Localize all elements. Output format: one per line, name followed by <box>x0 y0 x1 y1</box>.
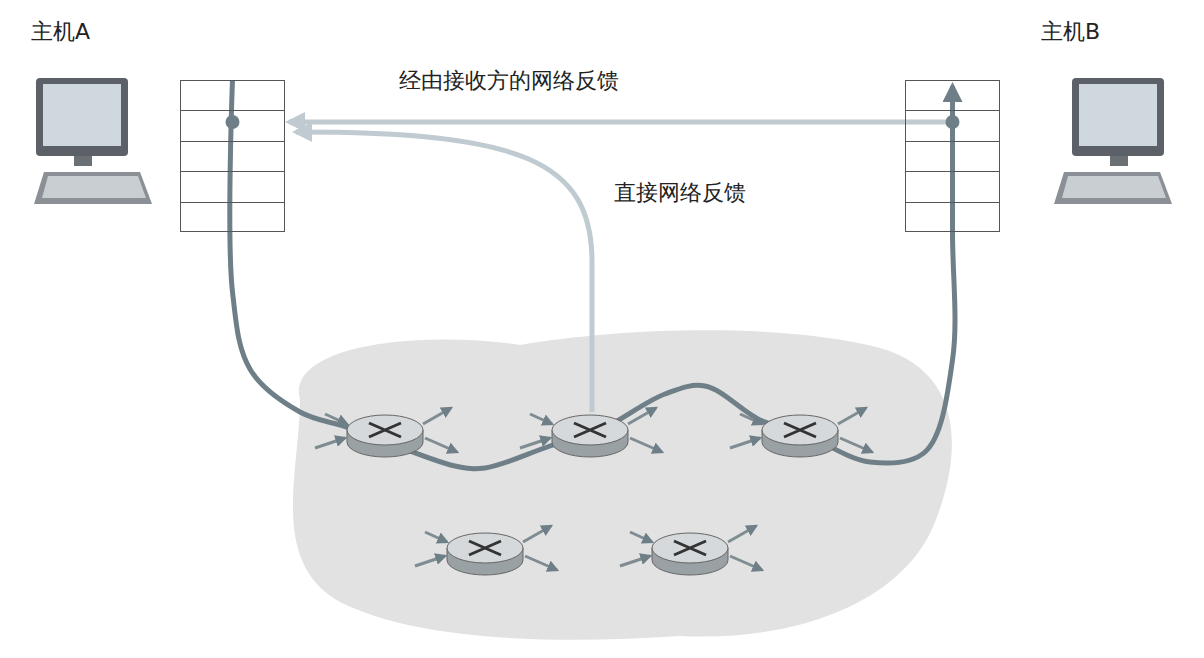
direct-feedback-arrow <box>296 132 592 412</box>
host-label: 主机A <box>31 19 90 45</box>
router-symbol <box>730 408 872 457</box>
host-b-computer <box>1054 78 1172 204</box>
router-symbol <box>620 526 762 575</box>
stack-dot <box>946 115 960 129</box>
data-path-arrow <box>230 80 955 469</box>
router-symbol <box>415 526 557 575</box>
edge-label: 经由接收方的网络反馈 <box>399 68 619 94</box>
layer-divider <box>181 202 284 203</box>
layer-divider <box>906 171 999 172</box>
protocol-stack: 主机A <box>180 80 285 232</box>
layer-divider <box>906 110 999 111</box>
host-label: 主机B <box>1041 19 1100 45</box>
protocol-stack: 主机B <box>905 80 1000 232</box>
network-cloud <box>293 330 952 639</box>
feedback-stub <box>905 120 953 125</box>
router-symbol <box>315 408 457 457</box>
router-symbol <box>520 408 662 457</box>
feedback-arrow <box>289 120 905 125</box>
layer-divider <box>906 141 999 142</box>
layer-divider <box>181 141 284 142</box>
arrow-label: 直接网络反馈 <box>614 180 746 206</box>
layer-divider <box>181 110 284 111</box>
stack-dot <box>226 115 240 129</box>
host-a-computer <box>34 78 152 204</box>
layer-divider <box>181 171 284 172</box>
layer-divider <box>906 202 999 203</box>
